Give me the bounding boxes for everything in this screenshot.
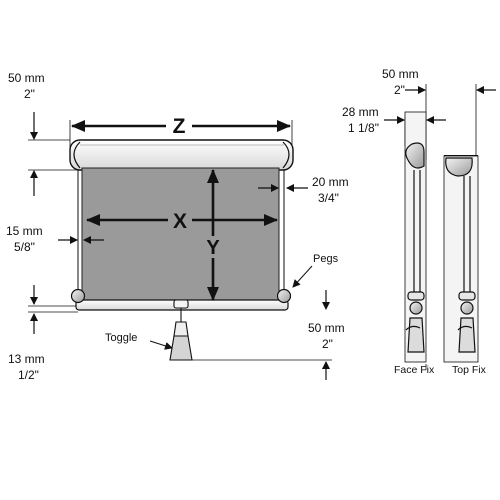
toggle <box>169 299 193 361</box>
profile-depth-metric: 50 mm <box>382 67 419 81</box>
bottom-margin-metric: 50 mm <box>308 321 345 335</box>
top-fix-profile <box>443 155 479 363</box>
bottom-margin-imperial: 2" <box>322 337 333 351</box>
top-fix-label: Top Fix <box>452 364 487 376</box>
front-view: Z X Y 50 mm 2" 15 mm 5/8" 20 mm 3/4" 13 … <box>6 71 349 382</box>
toggle-label: Toggle <box>105 332 137 344</box>
right-margin-metric: 20 mm <box>312 175 349 189</box>
top-margin-metric: 50 mm <box>8 71 45 85</box>
blind-fabric <box>81 167 280 303</box>
profile-offset-metric: 28 mm <box>342 105 379 119</box>
face-fix-label: Face Fix <box>394 364 435 376</box>
right-peg <box>276 288 292 304</box>
right-margin-imperial: 3/4" <box>318 191 339 205</box>
side-margin-imperial: 5/8" <box>14 240 35 254</box>
toggle-drop-imperial: 1/2" <box>18 368 39 382</box>
z-label: Z <box>173 115 186 138</box>
left-peg <box>70 288 86 304</box>
side-views: 50 mm 2" 28 mm 1 1/8" Face Fix <box>342 67 496 376</box>
toggle-drop-metric: 13 mm <box>8 352 45 366</box>
top-margin-imperial: 2" <box>24 87 35 101</box>
profile-offset-imperial: 1 1/8" <box>348 121 379 135</box>
pegs-label: Pegs <box>313 253 339 265</box>
side-margin-metric: 15 mm <box>6 224 43 238</box>
profile-depth-imperial: 2" <box>394 83 405 97</box>
x-label: X <box>173 210 187 233</box>
face-fix-profile <box>404 111 427 363</box>
y-label: Y <box>206 237 220 259</box>
